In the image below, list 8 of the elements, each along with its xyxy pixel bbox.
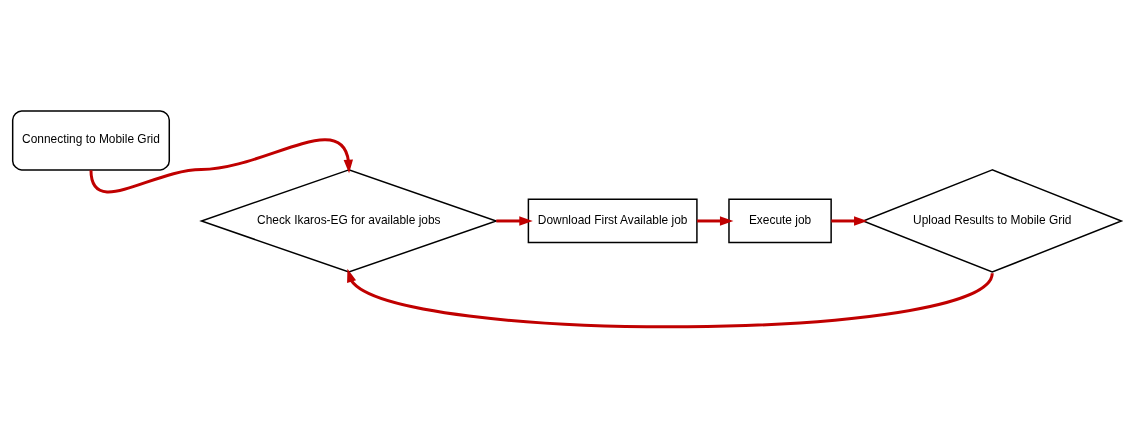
arrow: [496, 216, 533, 226]
node-box: Execute job: [728, 198, 832, 244]
arrow: [347, 268, 994, 329]
node-box: Connecting to Mobile Grid: [11, 110, 170, 171]
arrow: [697, 216, 734, 226]
node-box: Download First Available job: [527, 198, 698, 244]
arrow: [831, 216, 868, 226]
node-diamond: Check Ikaros-EG for available jobs: [199, 169, 499, 273]
